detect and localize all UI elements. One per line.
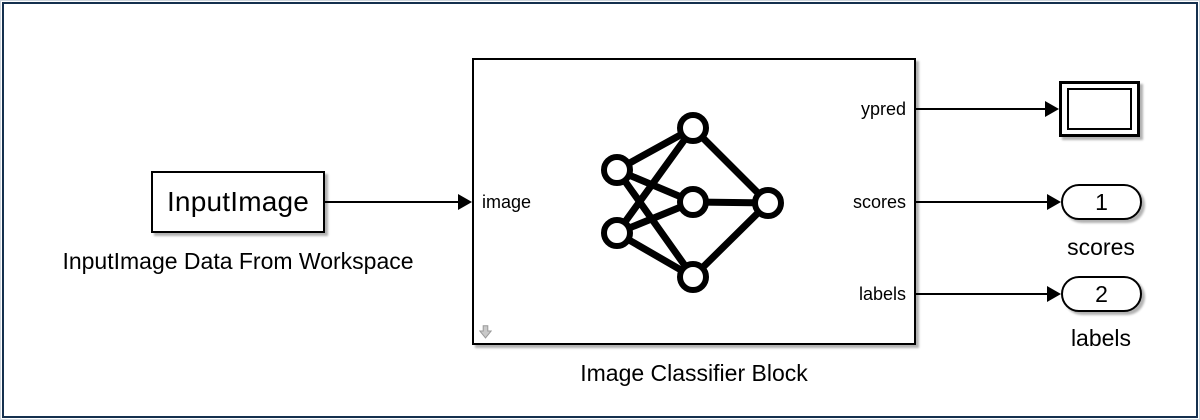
port-label-labels: labels [858, 284, 906, 304]
from-workspace-caption[interactable]: InputImage Data From Workspace [62, 248, 414, 274]
port-label-scores: scores [852, 192, 906, 212]
wire-labels-signal[interactable] [916, 293, 1048, 295]
port-label-ypred: ypred [860, 99, 906, 119]
image-classifier-block[interactable]: image ypred scores labels [472, 58, 916, 345]
arrowhead-icon [1047, 194, 1061, 210]
arrowhead-icon [1045, 101, 1059, 117]
outport-labels-caption[interactable]: labels [1070, 325, 1132, 351]
outport-2-number: 2 [1095, 280, 1108, 307]
outport-2-block[interactable]: 2 [1061, 276, 1142, 312]
port-label-image: image [482, 192, 532, 212]
outport-1-block[interactable]: 1 [1061, 184, 1142, 220]
arrowhead-icon [1047, 286, 1061, 302]
outport-1-number: 1 [1095, 188, 1108, 215]
outport-scores-caption[interactable]: scores [1067, 234, 1135, 260]
wire-image-signal[interactable] [325, 201, 459, 203]
from-workspace-label: InputImage [166, 186, 310, 217]
arrowhead-icon [458, 194, 472, 210]
wire-ypred-signal[interactable] [916, 108, 1046, 110]
classifier-caption[interactable]: Image Classifier Block [580, 360, 808, 386]
wire-scores-signal[interactable] [916, 201, 1048, 203]
from-workspace-block[interactable]: InputImage [151, 171, 325, 233]
display-screen [1067, 88, 1132, 130]
display-block[interactable] [1059, 81, 1140, 137]
look-under-mask-badge-icon[interactable] [479, 325, 492, 339]
neural-network-icon [601, 112, 784, 293]
